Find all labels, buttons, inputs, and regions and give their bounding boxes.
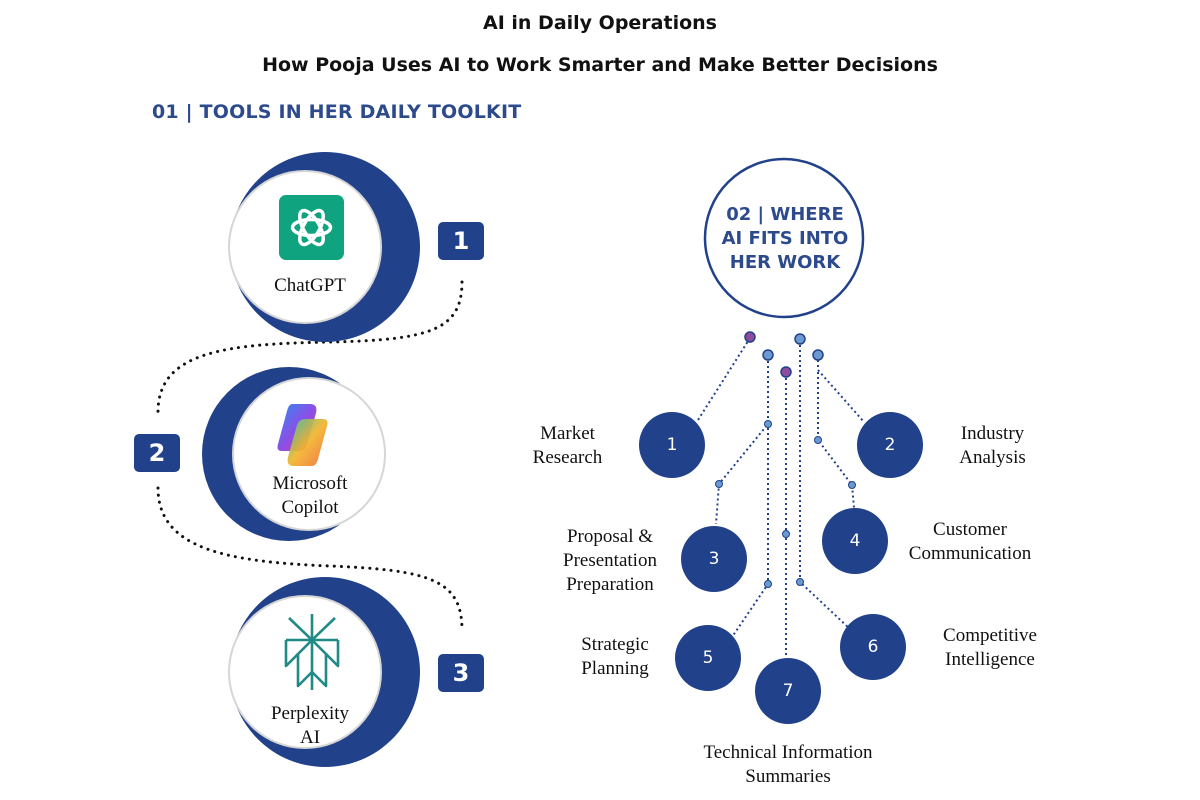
area-label-line: Summaries bbox=[745, 766, 831, 787]
tool-label-perplexity-line2: AI bbox=[299, 727, 321, 748]
section2-heading-line: 02 | WHERE bbox=[726, 204, 844, 225]
tool-card-copilot bbox=[202, 367, 386, 541]
area-label-line: Intelligence bbox=[945, 649, 1035, 670]
connector-pin bbox=[762, 349, 774, 361]
connector-pin bbox=[744, 331, 756, 343]
area-label-line: Market bbox=[540, 423, 595, 444]
connector-pin bbox=[794, 333, 806, 345]
tool-number-badge: 1 bbox=[438, 222, 484, 260]
area-label-line: Technical Information bbox=[703, 742, 873, 763]
section2-heading-line: HER WORK bbox=[729, 252, 841, 273]
area-number-circle: 1 bbox=[639, 412, 705, 478]
area-label-customer-communication: Customer Communication bbox=[895, 518, 1045, 566]
area-label-market-research: Market Research bbox=[500, 422, 635, 470]
area-number-circle: 2 bbox=[857, 412, 923, 478]
area-number-circle: 3 bbox=[681, 526, 747, 592]
area-number-circle: 7 bbox=[755, 658, 821, 724]
area-label-line: Analysis bbox=[959, 447, 1026, 468]
area-label-proposal-preparation: Proposal & Presentation Preparation bbox=[540, 525, 680, 597]
tools-connector-path bbox=[156, 486, 464, 632]
tools-connector-path bbox=[156, 280, 464, 414]
area-label-industry-analysis: Industry Analysis bbox=[925, 422, 1060, 470]
chatgpt-logo-icon bbox=[279, 195, 344, 260]
connector-node bbox=[796, 578, 804, 586]
tool-label-copilot-line2: Copilot bbox=[281, 497, 339, 518]
area-label-line: Proposal & bbox=[566, 526, 654, 547]
area-number-circle: 4 bbox=[822, 508, 888, 574]
tool-card-chatgpt bbox=[228, 152, 420, 342]
area-number-circle: 6 bbox=[840, 614, 906, 680]
connector-line bbox=[715, 356, 769, 525]
area-label-line: Strategic bbox=[581, 634, 649, 655]
connector-pin bbox=[812, 349, 824, 361]
copilot-logo-icon bbox=[277, 404, 328, 466]
perplexity-logo-icon bbox=[284, 614, 340, 690]
connector-node bbox=[782, 530, 790, 538]
page-title: AI in Daily Operations bbox=[483, 12, 717, 34]
tool-number-badge: 2 bbox=[134, 434, 180, 472]
area-number-circle: 5 bbox=[675, 625, 741, 691]
area-label-line: Industry bbox=[960, 423, 1025, 444]
area-label-line: Customer bbox=[933, 519, 1007, 540]
area-label-competitive-intelligence: Competitive Intelligence bbox=[925, 624, 1055, 672]
page-subtitle: How Pooja Uses AI to Work Smarter and Ma… bbox=[262, 54, 938, 76]
connector-line bbox=[817, 372, 855, 509]
connector-line bbox=[799, 340, 852, 631]
connector-node bbox=[715, 480, 723, 488]
connector-line bbox=[817, 355, 865, 423]
area-label-line: Research bbox=[532, 447, 603, 468]
area-label-line: Preparation bbox=[566, 574, 654, 595]
tool-label-copilot-line1: Microsoft bbox=[272, 473, 348, 494]
connector-node bbox=[764, 420, 772, 428]
area-label-strategic-planning: Strategic Planning bbox=[555, 633, 675, 681]
section2-heading-line: AI FITS INTO bbox=[721, 228, 849, 249]
tool-card-perplexity bbox=[228, 577, 420, 767]
tool-label-chatgpt: ChatGPT bbox=[274, 275, 346, 296]
connector-pin bbox=[780, 366, 792, 378]
area-label-line: Competitive bbox=[943, 625, 1037, 646]
tool-label-perplexity-line1: Perplexity bbox=[270, 703, 350, 724]
hub-circle bbox=[703, 157, 865, 319]
area-label-line: Planning bbox=[581, 658, 649, 679]
connector-node bbox=[848, 481, 856, 489]
section2-heading: 02 | WHERE AI FITS INTO HER WORK bbox=[700, 203, 870, 275]
area-label-line: Communication bbox=[908, 543, 1032, 564]
connector-line bbox=[697, 337, 751, 421]
area-label-technical-summaries: Technical Information Summaries bbox=[678, 741, 898, 789]
tool-number-badge: 3 bbox=[438, 654, 484, 692]
section1-heading: 01 | TOOLS IN HER DAILY TOOLKIT bbox=[152, 101, 522, 123]
connector-node bbox=[814, 436, 822, 444]
connector-node bbox=[764, 580, 772, 588]
area-label-line: Presentation bbox=[563, 550, 657, 571]
